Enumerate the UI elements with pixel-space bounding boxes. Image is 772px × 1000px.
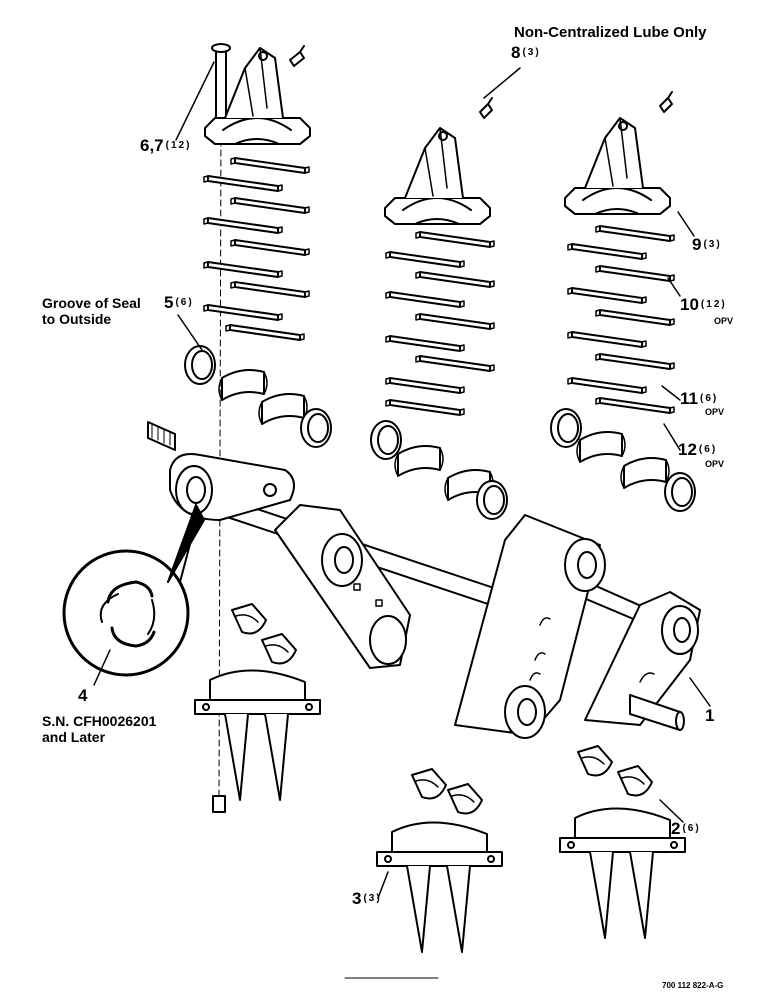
callout-number: 2 (671, 819, 681, 838)
callout-9: 9(3) (692, 236, 722, 253)
callout-8-note: Non-Centralized Lube Only (514, 24, 707, 41)
callout-number: 9 (692, 235, 702, 254)
callout-number: 12 (678, 440, 697, 459)
callout-2: 2(6) (671, 820, 701, 837)
split-ring (106, 580, 156, 648)
callout-number: 8 (511, 43, 521, 62)
callout-quantity: (3) (522, 47, 541, 58)
part-number: 700 112 822-A-G (662, 981, 724, 990)
callout-3: 3(3) (352, 890, 382, 907)
callout-number: 10 (680, 295, 699, 314)
serial-note-line1: S.N. CFH0026201 (42, 713, 157, 729)
groove-note: Groove of Seal to Outside (42, 295, 141, 327)
callout-8: 8(3) (511, 44, 541, 61)
serial-note-line2: and Later (42, 729, 106, 745)
callout-number: 3 (352, 889, 362, 908)
callout-quantity: (6) (682, 823, 701, 834)
callout-6-7: 6,7(12) (140, 137, 191, 154)
callout-number: 4 (78, 686, 88, 705)
callout-quantity: (6) (175, 297, 194, 308)
bolt-shank (215, 47, 227, 121)
callout-quantity: (6) (698, 444, 718, 455)
serial-note: S.N. CFH0026201 and Later (42, 713, 156, 745)
callout-quantity: (12) (700, 299, 727, 310)
groove-note-line1: Groove of Seal (42, 295, 141, 311)
detail-pointer (167, 504, 205, 583)
grease-fitting (289, 45, 305, 67)
callout-number: 11 (680, 389, 698, 408)
groove-note-line2: to Outside (42, 311, 112, 327)
callout-11: 11(6) (680, 390, 718, 407)
callout-number: 1 (705, 706, 715, 725)
callout-quantity: (12) (165, 140, 192, 151)
splined-shaft-end (147, 421, 176, 451)
nut (212, 795, 226, 813)
callout-number: 5 (164, 293, 174, 312)
callout-12: 12(6) (678, 441, 717, 458)
callout-10-opv: OPV (714, 316, 734, 326)
callout-12-opv: OPV (705, 459, 725, 469)
callout-4: 4 (78, 687, 87, 704)
callout-quantity: (6) (699, 393, 719, 404)
callout-number: 6,7 (140, 136, 164, 155)
callout-quantity: (3) (703, 239, 722, 250)
callout-11-opv: OPV (705, 407, 725, 417)
callout-1: 1 (705, 707, 714, 724)
bolt-head (211, 43, 231, 53)
callout-10: 10(12) (680, 296, 727, 313)
detail-circle (62, 549, 190, 677)
callout-quantity: (3) (363, 893, 382, 904)
callout-5: 5(6) (164, 294, 194, 311)
